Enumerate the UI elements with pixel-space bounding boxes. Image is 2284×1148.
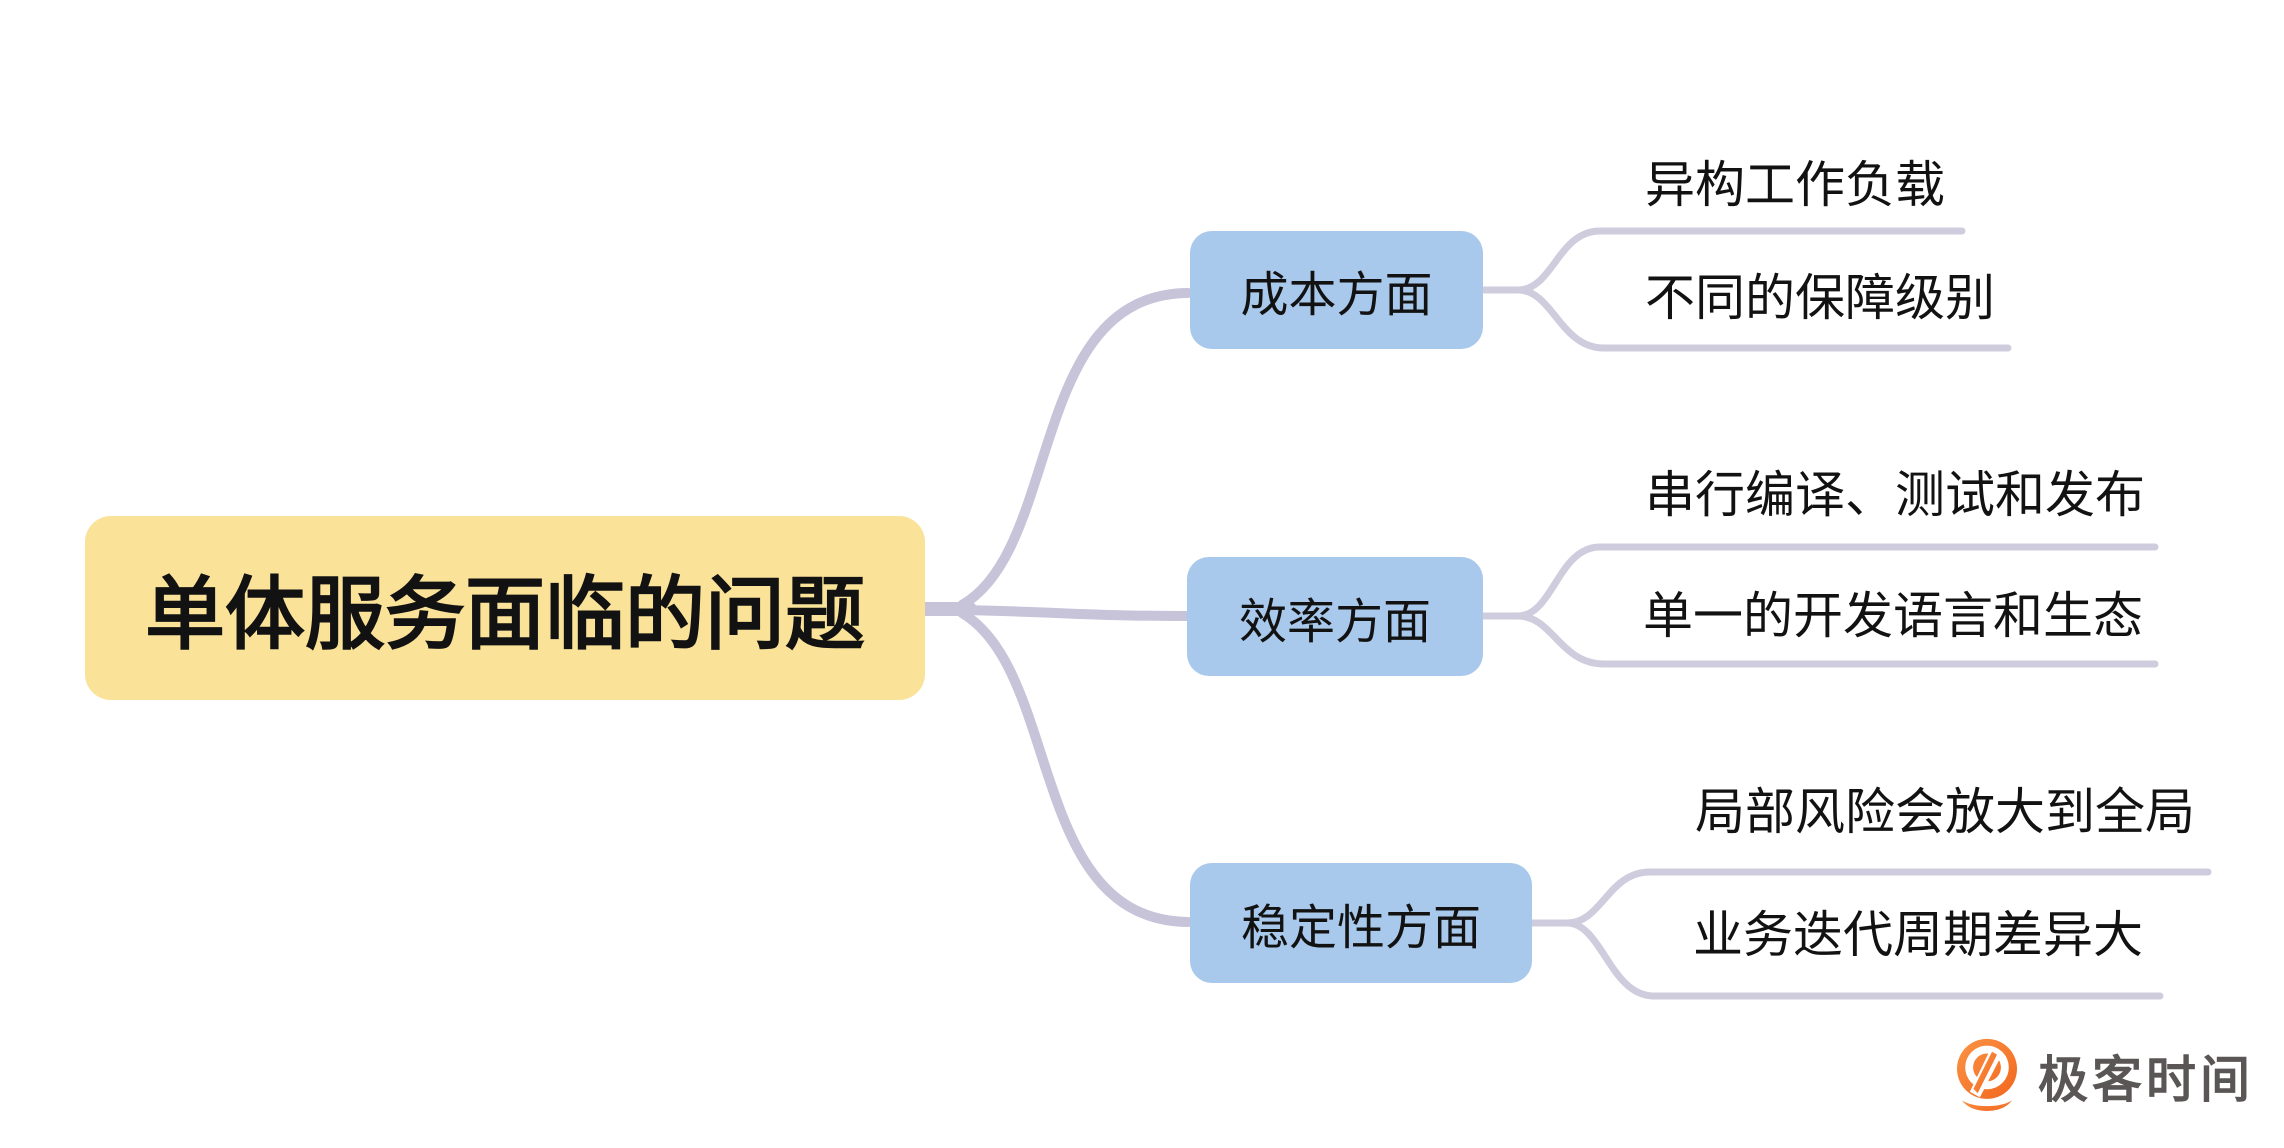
stability-branch-connector xyxy=(1528,868,2212,1000)
geektime-logo-text: 极客时间 xyxy=(2038,1052,2254,1108)
leaf-different-guarantee-levels[interactable]: 不同的保障级别 xyxy=(1645,270,1995,326)
leaf-heterogeneous-workload[interactable]: 异构工作负载 xyxy=(1645,157,1945,213)
leaf-serial-build-test-release[interactable]: 串行编译、测试和发布 xyxy=(1645,467,2145,523)
geektime-logo: 极客时间 xyxy=(1950,1036,2254,1116)
efficiency-branch-connector xyxy=(1479,543,2159,668)
leaf-iteration-cycle-difference[interactable]: 业务迭代周期差异大 xyxy=(1693,907,2143,963)
branch-topic-efficiency[interactable]: 效率方面 xyxy=(1187,557,1483,676)
root-topic[interactable]: 单体服务面临的问题 xyxy=(85,516,925,700)
branch-topic-stability[interactable]: 稳定性方面 xyxy=(1190,863,1532,983)
cost-branch-connector xyxy=(1479,227,2012,352)
branch-topic-cost[interactable]: 成本方面 xyxy=(1190,231,1483,349)
leaf-single-language-ecosystem[interactable]: 单一的开发语言和生态 xyxy=(1643,588,2143,644)
root-connector xyxy=(918,288,1193,927)
geektime-pin-icon xyxy=(1957,1038,2017,1111)
leaf-local-risk-global-impact[interactable]: 局部风险会放大到全局 xyxy=(1695,784,2195,840)
